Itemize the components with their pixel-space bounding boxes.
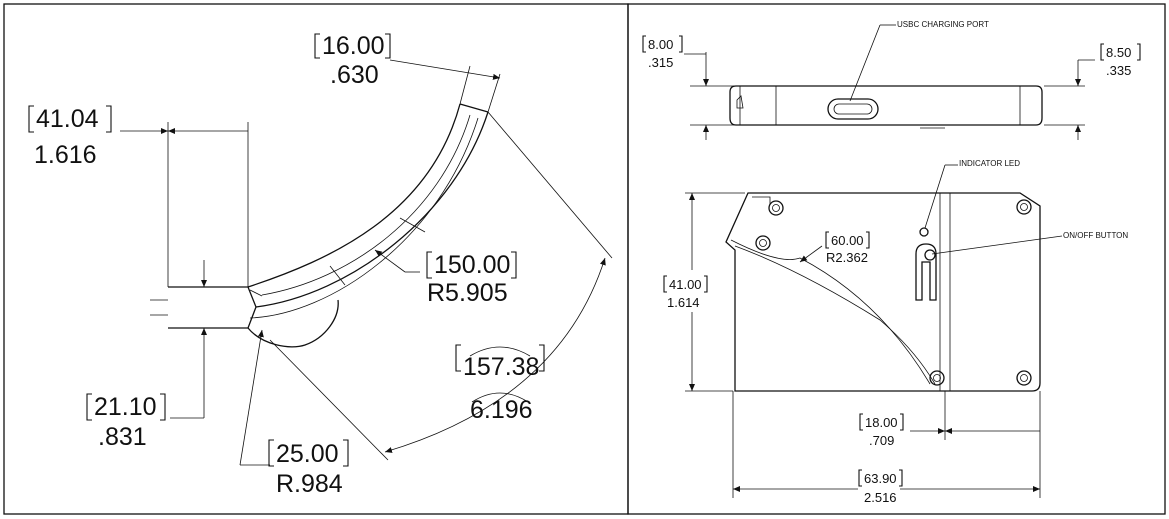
dim-25-in: R.984 (276, 470, 343, 498)
dim-height-41: 41.00 1.614 (663, 192, 745, 392)
device-top-view (725, 192, 1041, 392)
screw-icon (755, 235, 771, 251)
screw-icon (768, 200, 784, 216)
usbc-label: USBC CHARGING PORT (897, 20, 989, 29)
dim-arc-157: 157.38 6.196 (269, 111, 613, 461)
screw-icon (929, 370, 945, 386)
dim-height-21: 21.10 .831 (86, 260, 207, 451)
dim-radius-60: 60.00 R2.362 (799, 231, 870, 265)
screw-icon (1016, 199, 1032, 215)
dim-thick-85: 8.50 .335 (1044, 43, 1141, 140)
dim-thick-8: 8.00 .315 (642, 35, 738, 140)
device-side-view (729, 85, 1043, 129)
onoff-callout: ON/OFF BUTTON (931, 231, 1128, 255)
dim-85-in: .335 (1106, 63, 1131, 78)
screw-icon (1016, 370, 1032, 386)
dim-25-mm: 25.00 (276, 440, 339, 468)
dim-60-in: R2.362 (826, 250, 868, 265)
dim-639-in: 2.516 (864, 490, 897, 505)
dim-639-mm: 63.90 (864, 471, 897, 486)
dim-150-mm: 150.00 (434, 251, 510, 279)
dim-85-mm: 8.50 (1106, 45, 1131, 60)
dim-16-in: .630 (330, 61, 379, 89)
dim-41-in: 1.616 (34, 141, 97, 169)
led-callout: INDICATOR LED (924, 159, 1020, 229)
dim-157-mm: 157.38 (463, 353, 539, 381)
dim-150-in: R5.905 (427, 279, 508, 307)
dim-8-in: .315 (648, 55, 673, 70)
dim-8-mm: 8.00 (648, 37, 673, 52)
dim-60-mm: 60.00 (831, 233, 864, 248)
onoff-button-icon (915, 243, 937, 301)
onoff-label: ON/OFF BUTTON (1063, 231, 1128, 240)
usbc-callout: USBC CHARGING PORT (849, 20, 989, 102)
dim-41-mm: 41.04 (36, 105, 99, 133)
dim-41r-in: 1.614 (667, 295, 700, 310)
dim-offset-18: 18.00 .709 (859, 391, 1041, 498)
indicator-led-icon (919, 227, 929, 237)
dim-16-mm: 16.00 (322, 32, 385, 60)
led-label: INDICATOR LED (959, 159, 1020, 168)
dim-157-in: 6.196 (470, 396, 533, 424)
dim-21-in: .831 (98, 423, 147, 451)
dim-21-mm: 21.10 (94, 393, 157, 421)
dim-41r-mm: 41.00 (669, 277, 702, 292)
usbc-port (827, 98, 879, 120)
dim-18-in: .709 (869, 433, 894, 448)
dim-radius-25: 25.00 R.984 (239, 329, 349, 498)
dim-width-16: 16.00 .630 (314, 32, 501, 113)
right-panel-frame (627, 3, 1166, 515)
curved-device-side-view (150, 103, 489, 348)
dim-length-639: 63.90 2.516 (732, 391, 1040, 505)
dim-width-41: 41.04 1.616 (28, 105, 249, 287)
dim-18-mm: 18.00 (865, 415, 898, 430)
dim-radius-150: 150.00 R5.905 (374, 249, 517, 307)
